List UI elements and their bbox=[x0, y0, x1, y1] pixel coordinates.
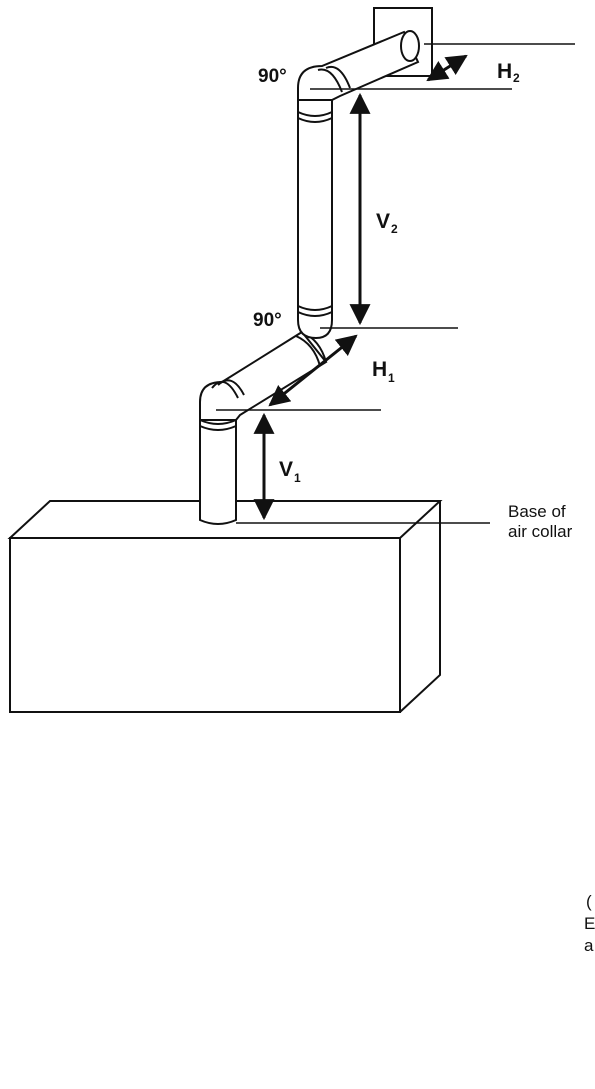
svg-text:1: 1 bbox=[388, 371, 395, 385]
appliance-box bbox=[7, 500, 443, 713]
pipe-v1 bbox=[199, 419, 237, 525]
angle-label-top: 90° bbox=[258, 66, 287, 87]
h1-label: H 1 bbox=[372, 358, 395, 385]
h1-arrow bbox=[268, 334, 358, 407]
svg-text:(: ( bbox=[586, 892, 592, 911]
v2-label: V 2 bbox=[376, 210, 398, 236]
svg-text:V: V bbox=[376, 210, 390, 233]
svg-text:a: a bbox=[584, 936, 594, 955]
base-of-air-collar-label: Base of air collar bbox=[508, 502, 573, 541]
svg-text:2: 2 bbox=[391, 222, 398, 236]
pipe-v2 bbox=[297, 99, 333, 340]
dimension-arrows bbox=[253, 54, 468, 521]
h2-arrow bbox=[426, 54, 468, 82]
svg-text:H: H bbox=[372, 358, 387, 381]
v1-label: V 1 bbox=[279, 458, 301, 485]
svg-text:1: 1 bbox=[294, 471, 301, 485]
svg-text:V: V bbox=[279, 458, 293, 481]
pipe-h2 bbox=[297, 30, 420, 101]
h2-label: H 2 bbox=[497, 60, 520, 85]
reference-lines bbox=[216, 43, 575, 524]
svg-text:E: E bbox=[584, 914, 595, 933]
angle-label-mid: 90° bbox=[253, 310, 282, 331]
svg-text:Base of: Base of bbox=[508, 502, 566, 521]
cropped-text-fragments: ( E a bbox=[584, 892, 595, 955]
svg-text:air collar: air collar bbox=[508, 522, 573, 541]
svg-text:2: 2 bbox=[513, 71, 520, 85]
svg-text:H: H bbox=[497, 60, 512, 83]
